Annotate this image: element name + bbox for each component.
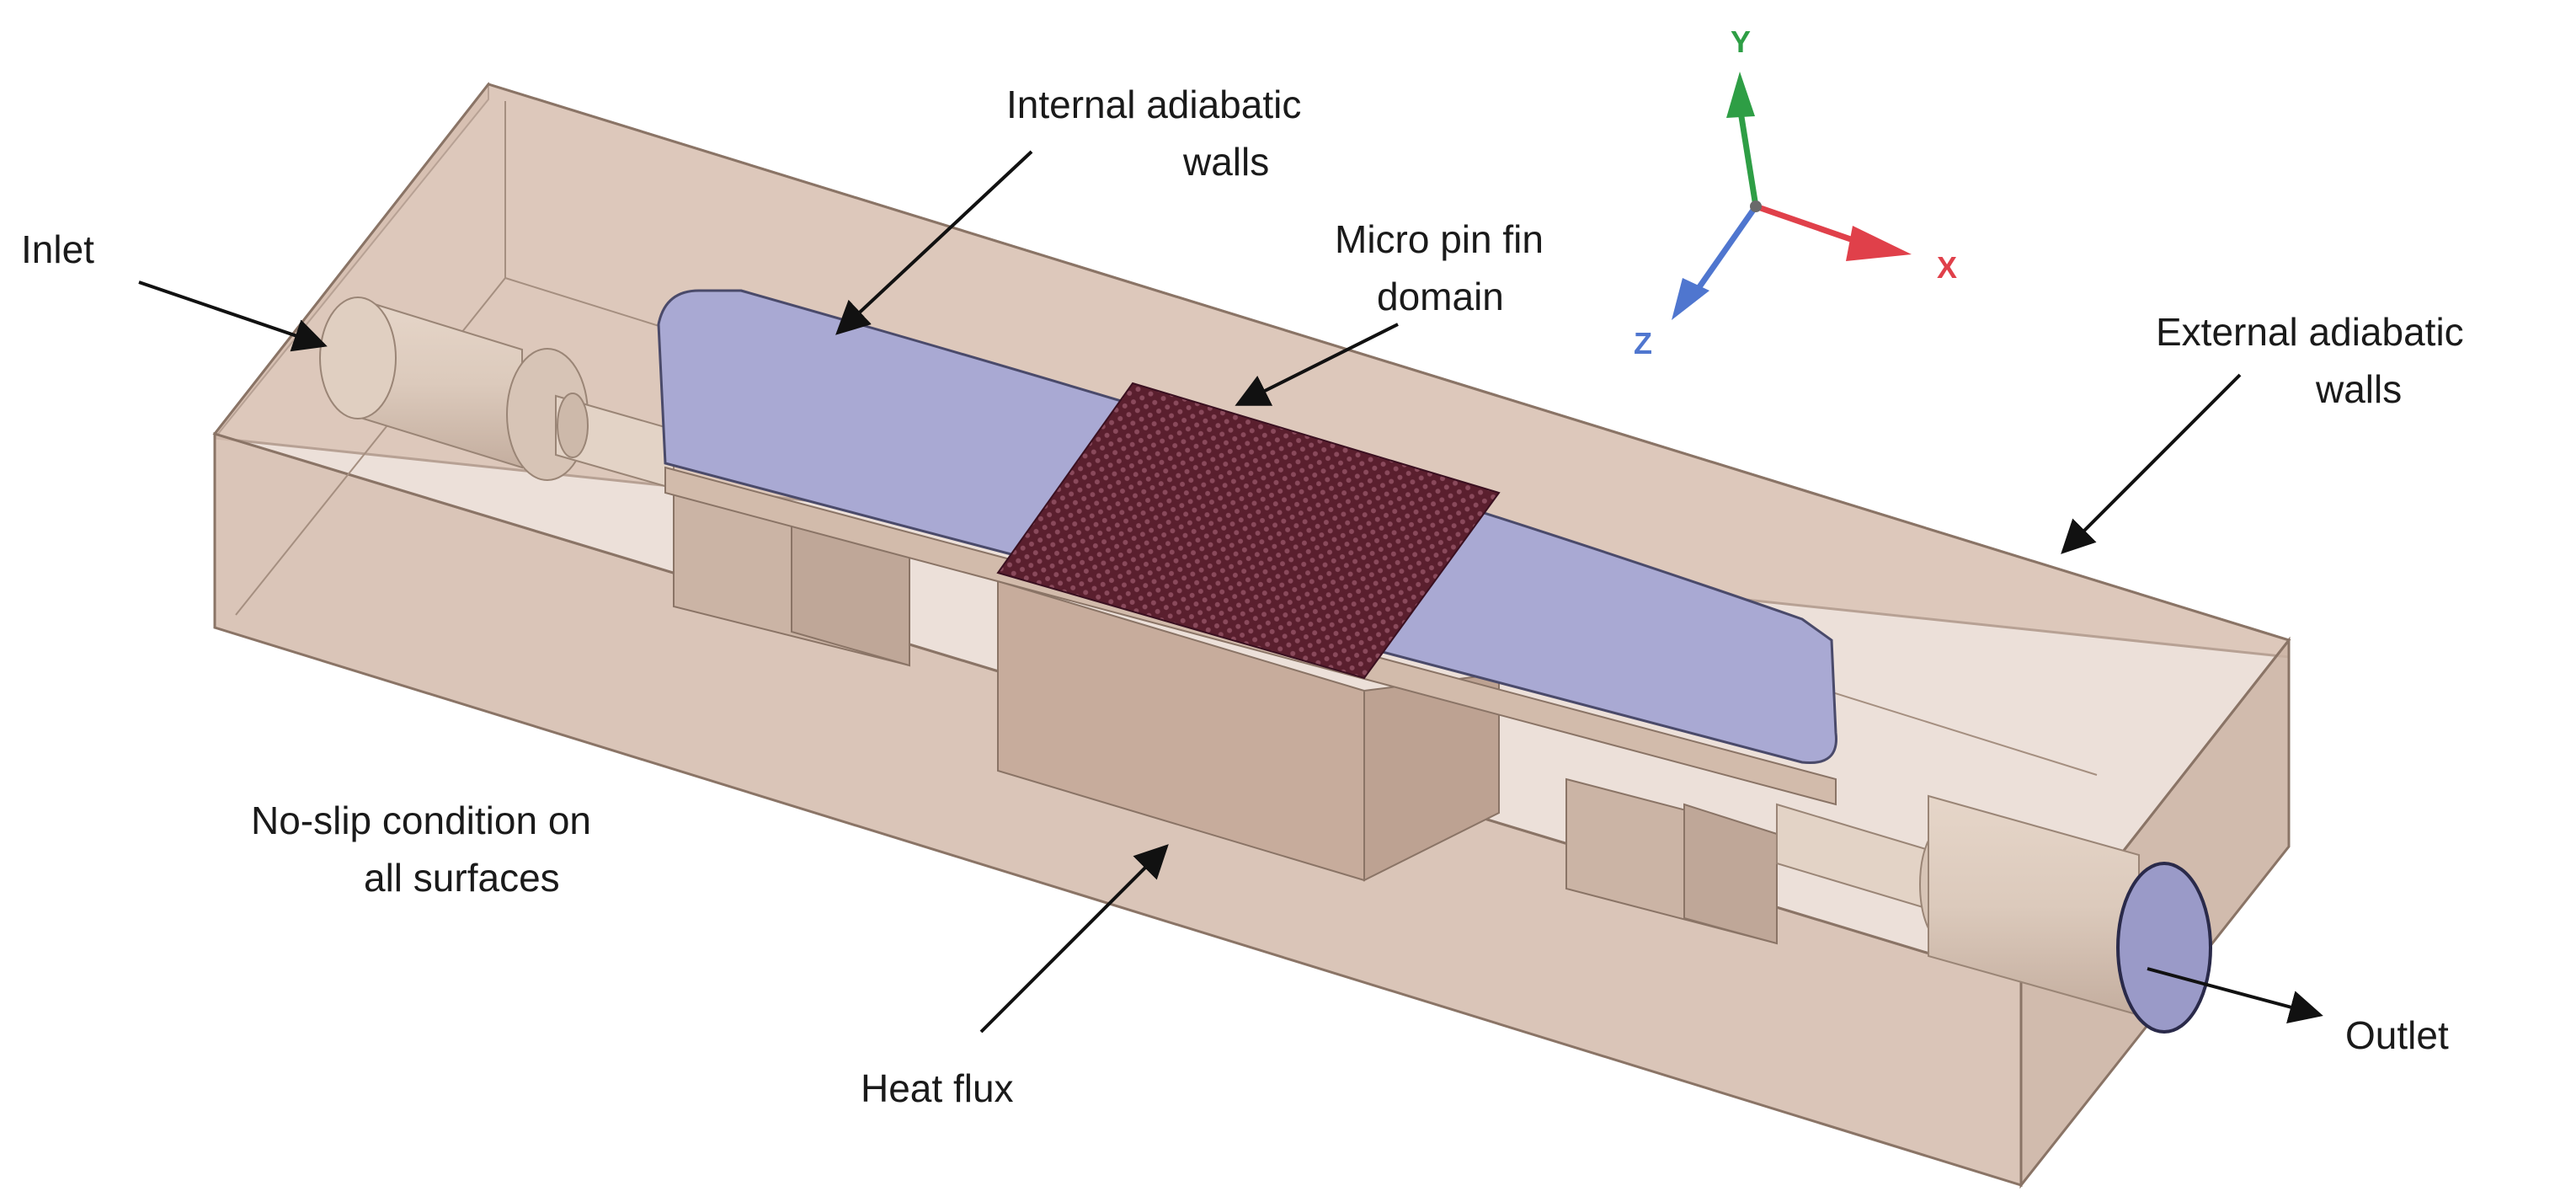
external-walls-label-line2: walls: [2315, 367, 2402, 411]
outlet-arrow: [2147, 967, 2323, 1023]
z-axis-head: [1672, 278, 1709, 320]
right-support: [1565, 777, 1778, 945]
pin-fin-label-line2: domain: [1377, 275, 1504, 318]
top-plate: [657, 289, 1837, 765]
x-axis-head: [1846, 226, 1912, 261]
z-axis-label: Z: [1634, 326, 1652, 361]
internal-walls-arrow: [835, 150, 1033, 335]
z-axis-arrow: [1694, 204, 1758, 293]
outlet-pipe: [1776, 794, 2212, 1034]
left-support: [673, 478, 910, 667]
coordinate-axes: Y X Z: [1634, 24, 1957, 361]
internal-walls-label-line2: walls: [1182, 140, 1269, 184]
external-walls-arrow: [2061, 373, 2242, 554]
pin-fin-label-line1: Micro pin fin: [1335, 217, 1544, 261]
x-axis-label: X: [1937, 250, 1957, 285]
y-axis-label: Y: [1731, 24, 1751, 59]
micro-pin-fin-domain: [996, 382, 1501, 680]
heat-flux-arrow: [979, 844, 1169, 1034]
center-support: [997, 580, 1500, 882]
y-axis-arrow: [1736, 100, 1759, 207]
no-slip-label-line1: No-slip condition on: [251, 799, 591, 842]
inlet-label: Inlet: [21, 227, 94, 271]
annotation-arrows: [138, 150, 2323, 1034]
inlet-pipe: [319, 296, 675, 490]
pin-fin-arrow: [1235, 323, 1399, 406]
outlet-opening: [2116, 862, 2212, 1034]
y-axis-head: [1726, 72, 1755, 118]
no-slip-label-line2: all surfaces: [364, 856, 560, 900]
outlet-label: Outlet: [2345, 1013, 2449, 1057]
x-axis-arrow: [1754, 203, 1867, 248]
external-walls-label-line1: External adiabatic: [2156, 310, 2464, 354]
annotation-labels: Inlet Internal adiabatic walls Micro pin…: [21, 83, 2464, 1110]
heat-flux-label: Heat flux: [861, 1066, 1014, 1110]
inlet-arrow: [138, 280, 328, 352]
internal-walls-label-line1: Internal adiabatic: [1006, 83, 1301, 126]
